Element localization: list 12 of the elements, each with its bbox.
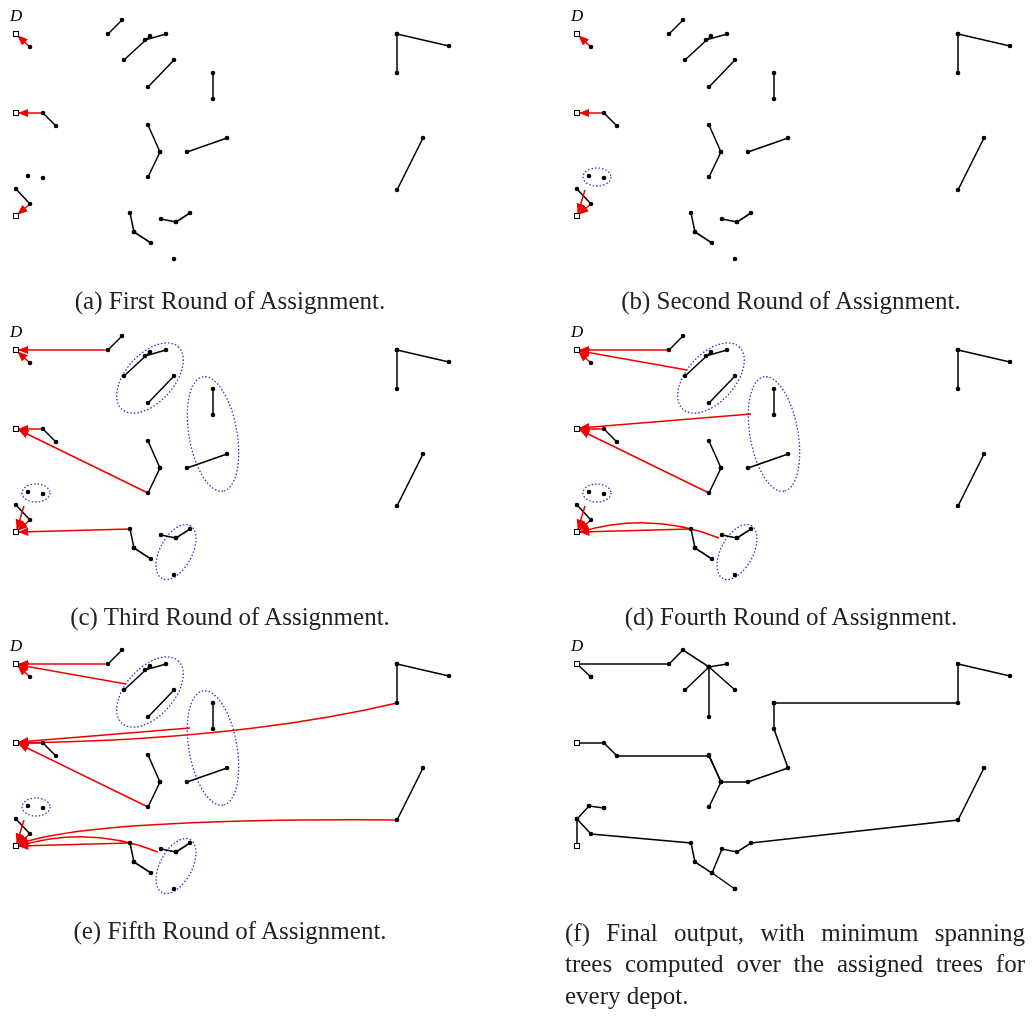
- depot-label: D: [10, 636, 23, 656]
- subfigure-caption: (f) Final output, with minimum spanning trees computed over the assigned trees for every depot.: [565, 918, 1025, 1011]
- depot-label: D: [571, 6, 584, 26]
- subfigure-caption: (e) Fifth Round of Assignment.: [72, 917, 388, 945]
- depot-label: D: [10, 322, 23, 342]
- subfigure-caption: (a) First Round of Assignment.: [73, 287, 387, 315]
- depot-label: D: [10, 6, 23, 26]
- subfigure-caption: (b) Second Round of Assignment.: [620, 287, 962, 315]
- depot-label: D: [571, 636, 584, 656]
- subfigure-caption: (c) Third Round of Assignment.: [69, 603, 391, 631]
- subfigure-caption: (d) Fourth Round of Assignment.: [623, 603, 959, 631]
- depot-label: D: [571, 322, 584, 342]
